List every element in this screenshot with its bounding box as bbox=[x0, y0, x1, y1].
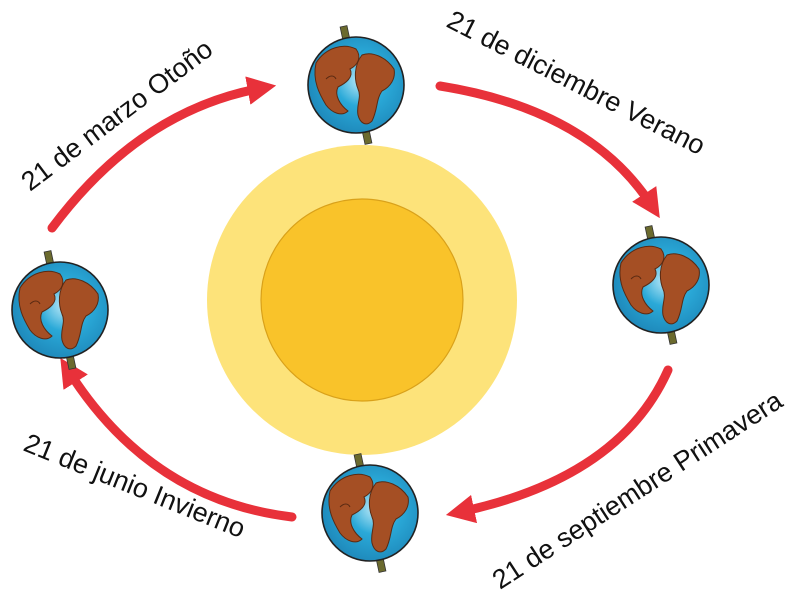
earth-globe-icon-september bbox=[612, 224, 710, 346]
earth-globe-icon-march bbox=[11, 249, 109, 371]
orbit-arrows bbox=[47, 76, 673, 524]
sun-icon bbox=[207, 145, 517, 455]
arrow-september-to-june bbox=[445, 365, 673, 524]
arrow-june-to-march bbox=[60, 357, 297, 522]
earth-globe-icon-june bbox=[321, 452, 419, 574]
arrow-december-to-september bbox=[435, 81, 660, 219]
arrow-march-to-december bbox=[47, 76, 277, 233]
earth-globe-icon-december bbox=[307, 24, 405, 146]
